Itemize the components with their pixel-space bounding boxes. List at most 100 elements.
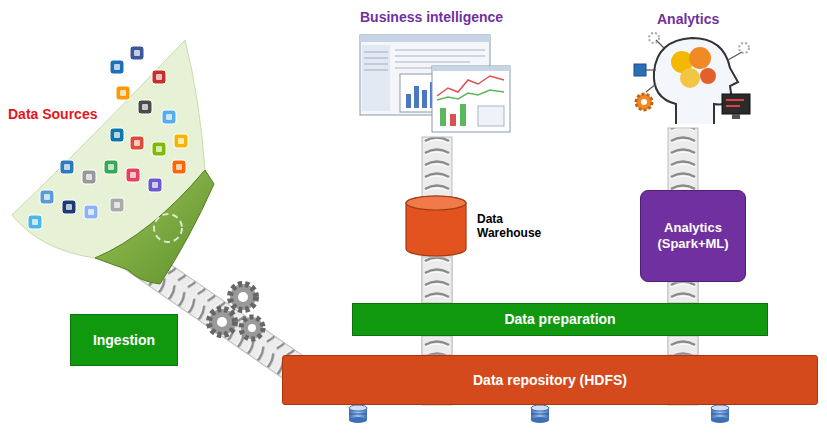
ai-head-picture-part [689,47,711,69]
app-icons-part [88,209,94,215]
app-icons-part [120,90,126,96]
dashboard-picture-part-part [395,49,485,50]
app-icons-part [156,74,162,80]
conveyor-connector-part [668,336,698,355]
funnel-part [154,214,182,242]
gears-part [248,324,256,332]
ai-head-picture [634,33,750,124]
app-icons-part [162,110,176,124]
disk-icons-part [349,414,367,415]
app-icons-part [108,164,114,170]
app-icons-part [114,202,120,208]
dashboard-picture [360,35,510,132]
app-icons-part [110,198,124,212]
process-box: Analytics (Spark+ML) [640,190,746,282]
app-icons-part [138,100,152,114]
gears-part [230,284,256,310]
app-icons-part [62,200,76,214]
ai-head-picture-part-part [728,52,742,60]
heading-label: Analytics [657,11,719,27]
conveyor-connector [668,336,698,355]
app-icons-part [130,46,144,60]
app-icons-part [64,164,70,170]
ai-head-picture-part [726,105,740,107]
gears-part [209,309,235,335]
process-box: Ingestion [70,314,178,366]
disk-icons-part [349,405,367,411]
conveyor-connector-part [422,257,452,303]
conveyor-connector [422,257,452,303]
dashboard-picture-part [360,35,490,42]
disk-icons-part [349,417,367,423]
disk-icons-part [711,414,729,415]
node-text: Data repository (HDFS) [473,372,627,389]
dashboard-picture-part-part [395,61,470,62]
app-icons-part [28,215,42,229]
app-icons-part [114,132,120,138]
node-text: Data Warehouse [477,212,557,241]
funnel [12,40,214,284]
app-icons-part [66,204,72,210]
ai-head-picture-part [636,94,652,110]
heading-label: Business intelligence [360,9,503,25]
warehouse-cylinder: Data Warehouse [405,195,557,257]
app-icons-part [110,60,124,74]
disk-icons-part [531,417,549,423]
dashboard-picture-part [414,86,419,108]
conveyor-connector-part [668,282,698,303]
dashboard-picture-part [478,106,504,126]
dashboard-picture-part [432,66,510,132]
app-icons-part [116,86,130,100]
ai-head-picture-part [634,64,646,76]
disk-icons-part [711,417,729,423]
ai-head-picture-part [680,68,700,88]
conveyor-connector-part [422,336,452,355]
cylinder-shape-part [406,196,466,256]
ai-head-picture-part [649,33,659,43]
dashboard-picture-part [422,90,427,108]
disk-icons [349,405,729,423]
process-band: Data preparation [352,303,768,336]
app-icons-part [134,140,140,146]
disk-icons-part [711,405,729,411]
app-icons-part [166,114,172,120]
ai-head-picture-part [726,99,744,101]
cylinder-shape-part [406,196,466,210]
app-icons-part [44,194,50,200]
app-icons-part [174,134,188,148]
ai-head-picture-part [739,43,749,53]
app-icons-part [130,172,136,178]
disk-icons-part [531,414,549,415]
app-icons-part [60,160,74,174]
node-text: Ingestion [93,332,155,349]
app-icons-part [86,174,92,180]
app-icons-part [130,136,144,150]
storage-band: Data repository (HDFS) [282,355,818,405]
ai-head-picture-part [641,99,647,105]
disk-icons-part [531,405,549,411]
app-icons-part [134,50,140,56]
conveyor-connector [422,336,452,355]
conveyor-connector [668,282,698,303]
dashboard-picture-part [437,90,504,100]
dashboard-picture-part [406,94,411,108]
dashboard-picture-part [460,104,466,126]
node-text: Data preparation [504,311,615,328]
dashboard-picture-part-part [395,55,485,56]
app-icons-part [152,70,166,84]
dashboard-picture-part-part [364,63,388,64]
app-icons-part [152,142,166,156]
dashboard-picture-part-part [364,69,388,70]
app-icons-part [110,128,124,142]
ai-head-picture-part [732,114,740,119]
ai-head-picture-part [642,40,742,92]
gears-part [238,292,248,302]
dashboard-picture-part [440,108,446,126]
gears [209,284,263,339]
cylinder-shape [405,195,467,257]
app-icons-part [148,178,162,192]
app-icons-part [176,164,182,170]
ai-head-picture-part [700,68,716,84]
app-icons-part [142,104,148,110]
gears-part [217,317,227,327]
